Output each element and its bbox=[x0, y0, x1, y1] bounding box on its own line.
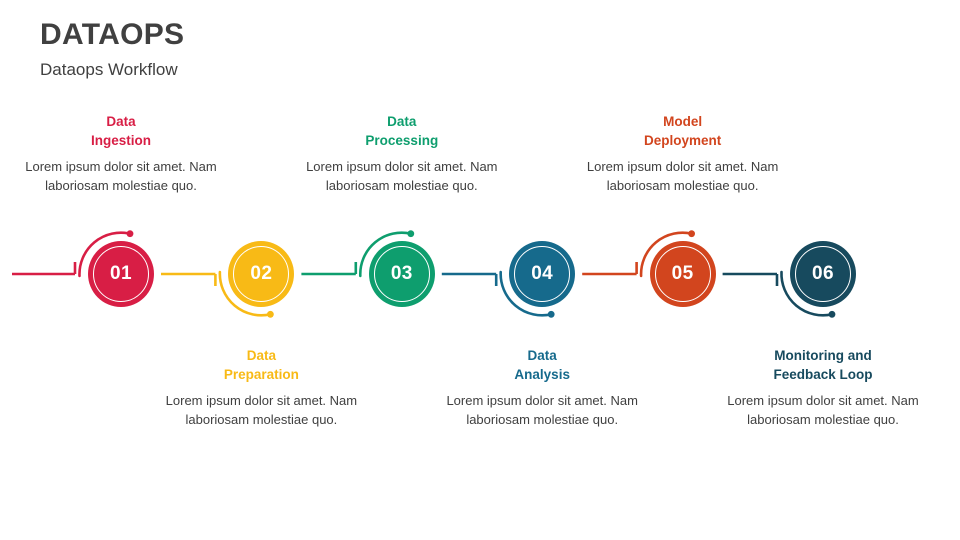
step-node-04[interactable]: 04 bbox=[509, 241, 576, 307]
step-body-01: Lorem ipsum dolor sit amet. Nam laborios… bbox=[25, 159, 217, 193]
step-node-06[interactable]: 06 bbox=[790, 241, 856, 307]
step-number-label: 01 bbox=[110, 263, 132, 284]
step-body-03: Lorem ipsum dolor sit amet. Nam laborios… bbox=[306, 159, 498, 193]
step-heading-line1: Monitoring and bbox=[774, 348, 872, 363]
step-heading-line2: Deployment bbox=[643, 133, 722, 148]
step-body-04: Lorem ipsum dolor sit amet. Nam laborios… bbox=[446, 393, 638, 427]
step-heading-line1: Data bbox=[387, 114, 417, 129]
step-number-label: 03 bbox=[390, 263, 413, 284]
step-body-06: Lorem ipsum dolor sit amet. Nam laborios… bbox=[727, 393, 919, 427]
step-heading-line1: Model bbox=[663, 114, 703, 129]
step-heading-line1: Data bbox=[246, 348, 277, 363]
step-heading-line2: Ingestion bbox=[91, 133, 151, 148]
step-body-05: Lorem ipsum dolor sit amet. Nam laborios… bbox=[586, 159, 779, 193]
step-node-03[interactable]: 03 bbox=[368, 241, 435, 307]
step-heading-line1: Data bbox=[106, 114, 136, 129]
step-heading-line2: Analysis bbox=[514, 367, 570, 382]
step-number-label: 06 bbox=[812, 263, 834, 284]
step-node-05[interactable]: 05 bbox=[649, 241, 716, 307]
step-number-label: 04 bbox=[531, 263, 554, 284]
step-node-02[interactable]: 02 bbox=[228, 241, 295, 307]
step-node-01[interactable]: 01 bbox=[88, 241, 154, 307]
step-number-label: 05 bbox=[671, 263, 694, 284]
page-title: DATAOPS bbox=[40, 18, 185, 51]
page-subtitle: Dataops Workflow bbox=[40, 60, 178, 79]
slide-header: DATAOPS Dataops Workflow bbox=[40, 16, 640, 82]
step-heading-line1: Data bbox=[527, 348, 557, 363]
step-heading-line2: Processing bbox=[365, 133, 439, 148]
step-heading-line2: Feedback Loop bbox=[773, 367, 873, 382]
step-body-02: Lorem ipsum dolor sit amet. Nam laborios… bbox=[165, 393, 358, 427]
step-heading-line2: Preparation bbox=[223, 367, 299, 382]
step-number-label: 02 bbox=[250, 263, 273, 284]
